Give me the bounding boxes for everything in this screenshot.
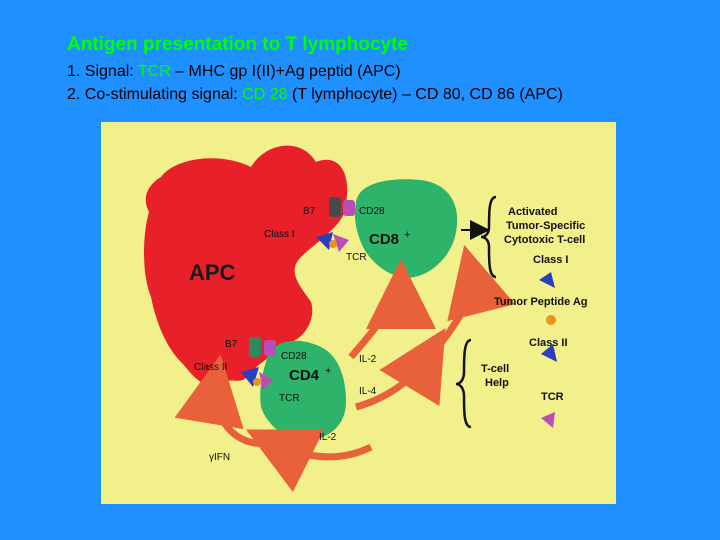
signal-1-suffix: – MHC gp I(II)+Ag peptid (APC) [170, 63, 401, 80]
signal-2-suffix: (T lymphocyte) – CD 80, CD 86 (APC) [287, 86, 563, 103]
brace-help [455, 338, 472, 429]
legend-activated-line2: Tumor-Specific [506, 220, 585, 232]
antigen-presentation-figure: APC CD8 + CD4 + B7 Class I CD28 TCR B7 C… [101, 122, 616, 504]
cd8-cell [354, 179, 458, 278]
legend-class2-label: Class II [529, 337, 568, 349]
signal-1-highlight: TCR [137, 63, 171, 80]
legend-tcell-help-line1: T-cell [481, 363, 509, 375]
il4-label: IL-4 [359, 386, 377, 397]
signal-line-2: 2. Co-stimulating signal: CD 28 (T lymph… [67, 86, 563, 104]
apc-cell [144, 145, 348, 385]
class2-label: Class II [194, 362, 227, 373]
b7-bottom-label: B7 [225, 339, 238, 350]
b7-top-label: B7 [303, 206, 316, 217]
cd28-receptor-top [343, 200, 355, 216]
arrow-il4 [355, 327, 446, 411]
peptide-top [329, 240, 337, 248]
legend-class1-icon [539, 272, 555, 288]
legend-tumor-peptide-label: Tumor Peptide Ag [494, 296, 588, 308]
tcr-top-label: TCR [346, 252, 367, 263]
figure-canvas: APC CD8 + CD4 + B7 Class I CD28 TCR B7 C… [101, 122, 616, 504]
cd28-top-label: CD28 [359, 206, 385, 217]
class1-receptor [316, 232, 333, 250]
cd4-plus: + [325, 365, 331, 377]
slide-title: Antigen presentation to T lymphocyte [67, 34, 408, 55]
tcr-receptor-bottom [259, 372, 273, 390]
b7-receptor-top [329, 197, 341, 217]
legend-activated-line1: Activated [508, 206, 558, 218]
class1-label: Class I [264, 229, 295, 240]
legend-class1-label: Class I [533, 254, 568, 266]
legend-tcell-help-line2: Help [485, 377, 509, 389]
arrow-ifn [174, 354, 277, 447]
il2-label-a: IL-2 [359, 354, 377, 365]
signal-2-highlight: CD 28 [242, 86, 288, 103]
cd4-label: CD4 [289, 367, 320, 384]
cd8-label: CD8 [369, 231, 399, 248]
arrow-il2-loop [245, 429, 373, 493]
cd4-cell [260, 340, 346, 441]
arrow-cd4-to-cd8 [348, 259, 436, 360]
brace-activated [480, 195, 497, 279]
tcr-receptor-top [333, 234, 349, 252]
legend-tcr-label: TCR [541, 391, 564, 403]
cd8-plus: + [404, 229, 410, 241]
legend-activated-line3: Cytotoxic T-cell [504, 234, 585, 246]
il2-label-b: IL-2 [319, 432, 337, 443]
ifn-label: γIFN [209, 452, 230, 463]
apc-label: APC [189, 260, 236, 285]
legend-tcr-icon [541, 412, 555, 428]
legend-class2-icon [541, 344, 557, 362]
cd28-receptor-bottom [264, 340, 276, 356]
signal-1-prefix: 1. Signal: [67, 63, 138, 80]
cd28-bottom-label: CD28 [281, 351, 307, 362]
legend-peptide-icon [546, 315, 556, 325]
signal-line-1: 1. Signal: TCR – MHC gp I(II)+Ag peptid … [67, 63, 401, 81]
b7-receptor-bottom [249, 337, 261, 357]
tcr-bottom-label: TCR [279, 393, 300, 404]
peptide-bottom [253, 378, 261, 386]
signal-2-prefix: 2. Co-stimulating signal: [67, 86, 243, 103]
